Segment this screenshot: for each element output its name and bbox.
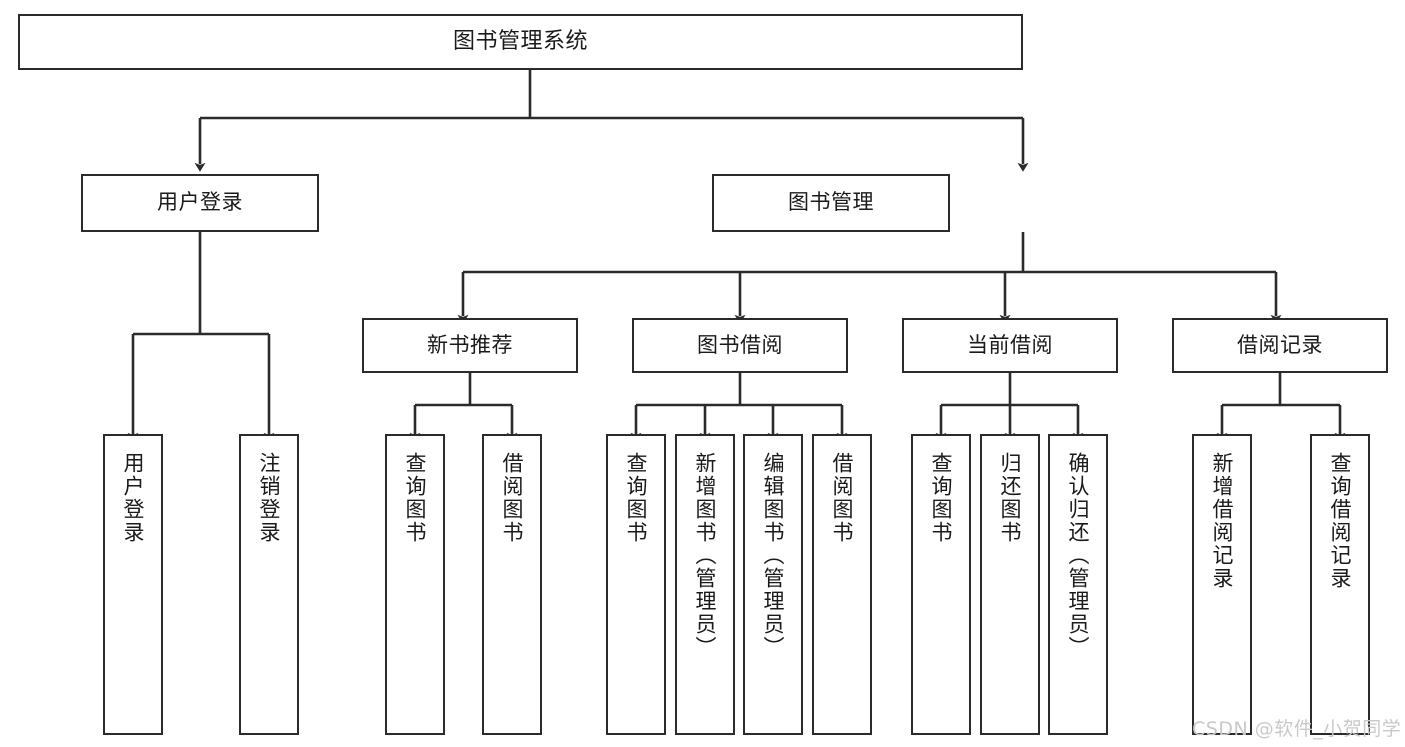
node-leaf-edit-book[interactable]: 编辑图书（管理员） bbox=[743, 434, 803, 735]
node-book-borrow-label: 图书借阅 bbox=[697, 332, 783, 357]
node-leaf-query-record-label: 查询借阅记录 bbox=[1328, 452, 1353, 590]
node-borrow-record[interactable]: 借阅记录 bbox=[1172, 318, 1388, 373]
node-leaf-borrow-book-1-label: 借阅图书 bbox=[500, 452, 525, 544]
node-user-login[interactable]: 用户登录 bbox=[81, 174, 319, 232]
node-book-manage[interactable]: 图书管理 bbox=[712, 174, 950, 232]
node-leaf-user-login-label: 用户登录 bbox=[121, 452, 146, 544]
csdn-watermark: CSDN @软件_小贺同学 bbox=[1192, 718, 1402, 740]
node-leaf-query-record[interactable]: 查询借阅记录 bbox=[1310, 434, 1370, 735]
node-new-book-rec[interactable]: 新书推荐 bbox=[362, 318, 578, 373]
node-leaf-add-record[interactable]: 新增借阅记录 bbox=[1192, 434, 1252, 735]
node-new-book-rec-label: 新书推荐 bbox=[427, 332, 513, 357]
node-current-borrow[interactable]: 当前借阅 bbox=[902, 318, 1118, 373]
node-leaf-return-book-label: 归还图书 bbox=[998, 452, 1023, 544]
node-leaf-query-book-3[interactable]: 查询图书 bbox=[911, 434, 971, 735]
node-user-login-label: 用户登录 bbox=[157, 190, 243, 215]
node-leaf-add-record-label: 新增借阅记录 bbox=[1210, 452, 1235, 590]
node-book-manage-label: 图书管理 bbox=[788, 190, 874, 215]
node-root-label: 图书管理系统 bbox=[452, 28, 588, 54]
node-leaf-edit-book-label: 编辑图书（管理员） bbox=[761, 452, 786, 659]
node-root[interactable]: 图书管理系统 bbox=[18, 14, 1023, 70]
node-leaf-confirm-return-label: 确认归还（管理员） bbox=[1066, 452, 1091, 659]
node-leaf-borrow-book-2-label: 借阅图书 bbox=[830, 452, 855, 544]
node-leaf-user-login[interactable]: 用户登录 bbox=[103, 434, 163, 735]
node-book-borrow[interactable]: 图书借阅 bbox=[632, 318, 848, 373]
node-leaf-query-book-1[interactable]: 查询图书 bbox=[385, 434, 445, 735]
node-current-borrow-label: 当前借阅 bbox=[967, 332, 1053, 357]
node-leaf-logout[interactable]: 注销登录 bbox=[239, 434, 299, 735]
node-leaf-logout-label: 注销登录 bbox=[257, 452, 282, 544]
node-leaf-query-book-1-label: 查询图书 bbox=[403, 452, 428, 544]
node-leaf-add-book[interactable]: 新增图书（管理员） bbox=[675, 434, 735, 735]
node-leaf-query-book-2-label: 查询图书 bbox=[624, 452, 649, 544]
node-leaf-borrow-book-2[interactable]: 借阅图书 bbox=[812, 434, 872, 735]
node-leaf-query-book-2[interactable]: 查询图书 bbox=[606, 434, 666, 735]
node-borrow-record-label: 借阅记录 bbox=[1237, 332, 1323, 357]
node-leaf-return-book[interactable]: 归还图书 bbox=[980, 434, 1040, 735]
node-leaf-query-book-3-label: 查询图书 bbox=[929, 452, 954, 544]
node-leaf-add-book-label: 新增图书（管理员） bbox=[693, 452, 718, 659]
node-leaf-confirm-return[interactable]: 确认归还（管理员） bbox=[1048, 434, 1108, 735]
node-leaf-borrow-book-1[interactable]: 借阅图书 bbox=[482, 434, 542, 735]
